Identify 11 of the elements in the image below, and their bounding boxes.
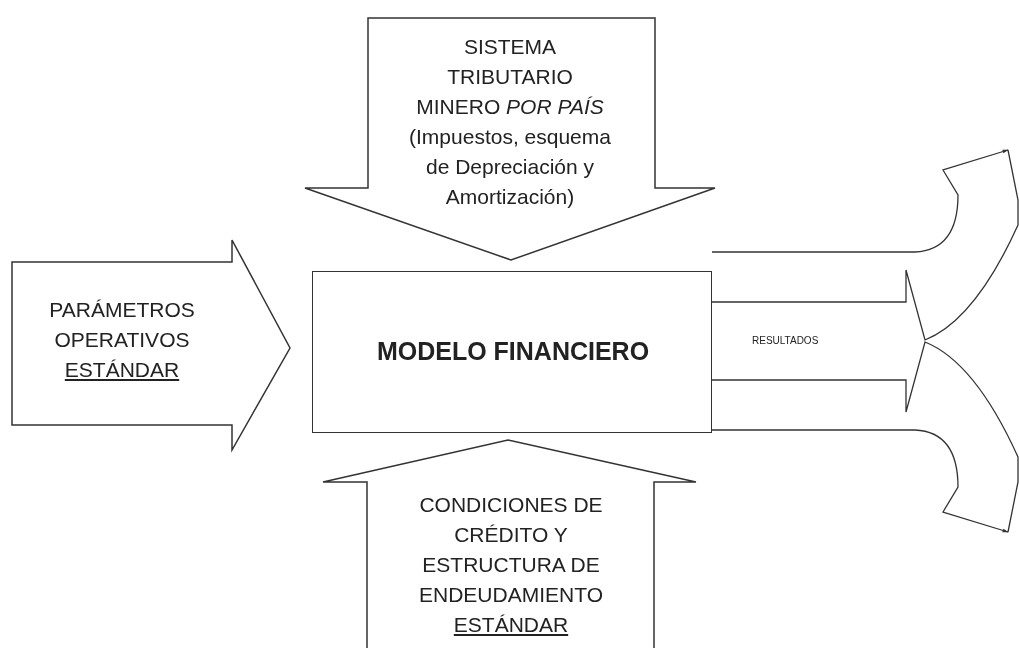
- curved-block-arrow: [711, 341, 1019, 533]
- arrow-label: CONDICIONES DE CRÉDITO Y ESTRUCTURA DE ENDEUDAMIENTO ESTÁNDAR: [418, 492, 604, 638]
- block-arrow: [305, 18, 715, 260]
- process-box: [312, 271, 712, 433]
- curved-block-arrow: [711, 149, 1019, 341]
- block-arrow: [323, 440, 696, 648]
- box-title: MODELO FINANCIERO: [375, 336, 651, 366]
- arrow-label: PARÁMETROS OPERATIVOS ESTÁNDAR: [48, 297, 196, 383]
- block-arrow: [12, 240, 290, 450]
- arrow-label: SISTEMA TRIBUTARIO MINERO POR PAÍS (Impuestos, esquema de Depreciación y Amortización): [408, 34, 612, 210]
- results-label: RESULTADOS: [752, 335, 819, 346]
